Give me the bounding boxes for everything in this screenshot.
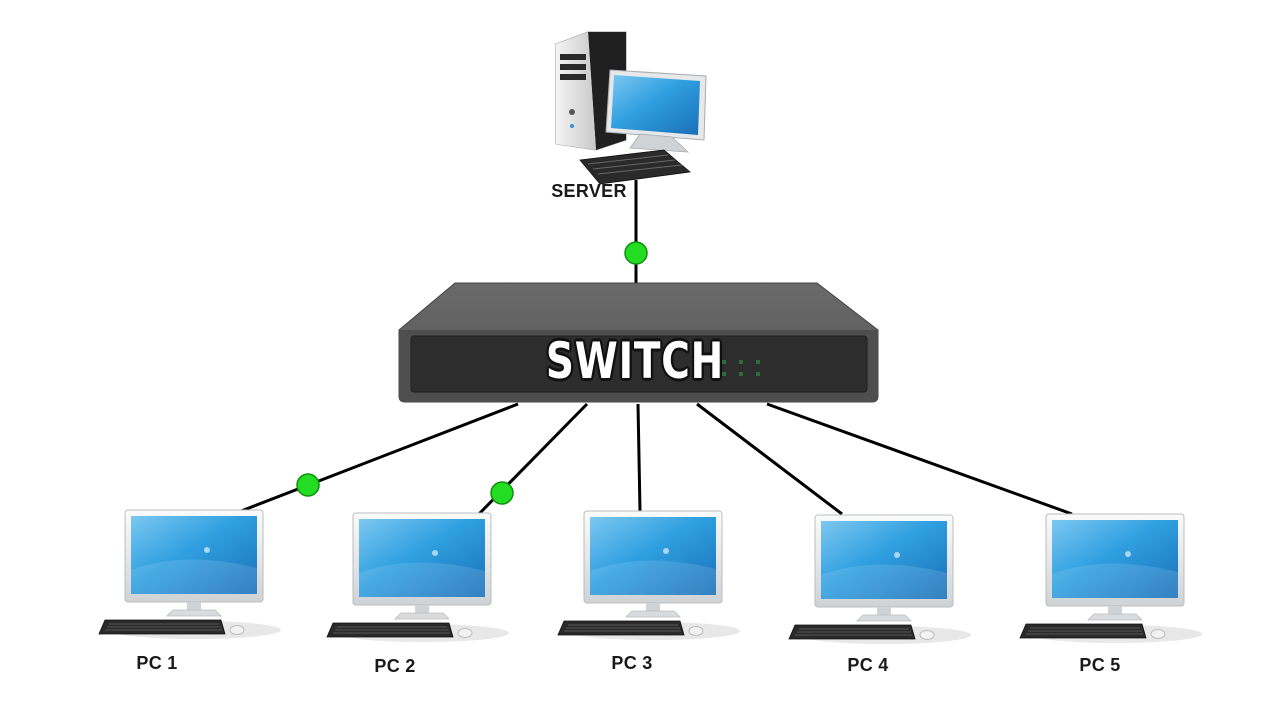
pc-2-computer <box>326 512 510 643</box>
status-dots <box>296 241 648 505</box>
pc-3-label: PC 3 <box>611 653 653 673</box>
pc-1-label: PC 1 <box>136 653 178 673</box>
pc-1-monitor-icon <box>98 509 282 640</box>
link-switch-pc4 <box>696 402 843 516</box>
status-dot-server-link <box>624 241 648 265</box>
pc-5-monitor-icon <box>1019 513 1203 644</box>
server-keyboard-icon <box>579 149 691 185</box>
pc-2-monitor-icon <box>326 512 510 643</box>
status-dot-pc2-link <box>490 481 514 505</box>
link-switch-pc5 <box>766 402 1073 516</box>
pc-4-monitor-icon <box>788 514 972 645</box>
switch-led-icons <box>722 360 760 376</box>
pc-4-label: PC 4 <box>847 655 889 675</box>
pc-5-label: PC 5 <box>1079 655 1121 675</box>
switch-label: SWITCH <box>545 332 725 390</box>
pc-3-computer <box>557 510 741 641</box>
pc-5-computer <box>1019 513 1203 644</box>
server-monitor-icon <box>605 69 707 153</box>
link-switch-pc3 <box>636 403 642 512</box>
pc-2-label: PC 2 <box>374 656 416 676</box>
links <box>235 180 1073 518</box>
server-computer <box>555 31 707 185</box>
link-switch-pc1 <box>235 402 519 515</box>
network-switch <box>398 282 879 403</box>
status-dot-pc1-link <box>296 473 320 497</box>
server-label: SERVER <box>551 181 627 201</box>
pc-1-computer <box>98 509 282 640</box>
pc-4-computer <box>788 514 972 645</box>
switch-front-panel <box>410 335 868 393</box>
pc-3-monitor-icon <box>557 510 741 641</box>
